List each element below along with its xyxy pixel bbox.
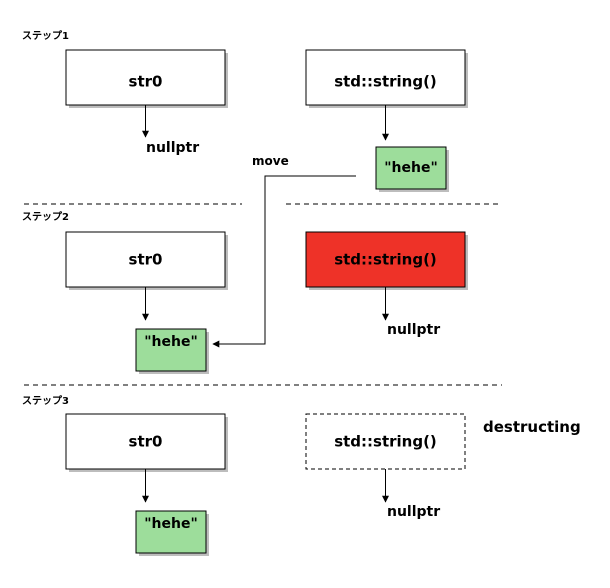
- step1-hehe-label: "hehe": [384, 160, 438, 176]
- step1-str0-value: nullptr: [146, 140, 199, 156]
- step2-hehe-label: "hehe": [144, 334, 198, 350]
- move-arrow: [212, 175, 356, 348]
- step3-str0-label: str0: [129, 433, 163, 451]
- step3-hehe-label: "hehe": [144, 516, 198, 532]
- step2-temp-string-box: std::string(): [305, 231, 468, 290]
- destructing-note: destructing: [483, 418, 581, 436]
- step2-label: ステップ2: [22, 210, 69, 223]
- step1-hehe-buffer: "hehe": [375, 146, 449, 192]
- move-label: move: [252, 154, 289, 168]
- step2-str0-label: str0: [129, 251, 163, 269]
- step2-hehe-buffer: "hehe": [135, 328, 209, 374]
- step3-str0-box: str0: [65, 413, 228, 472]
- step3-temp-value: nullptr: [387, 504, 440, 520]
- step2-str0-box: str0: [65, 231, 228, 290]
- step1-str0-box: str0: [65, 49, 228, 108]
- step3-temp-string-label: std::string(): [334, 433, 437, 451]
- step3-temp-string-box: std::string(): [305, 413, 466, 470]
- step3-label: ステップ3: [22, 394, 69, 407]
- step1-temp-string-label: std::string(): [334, 73, 437, 91]
- step1-label: ステップ1: [22, 29, 69, 42]
- step3-hehe-buffer: "hehe": [135, 510, 209, 556]
- step1-temp-string-box: std::string(): [305, 49, 468, 108]
- step2-temp-string-label: std::string(): [334, 251, 437, 269]
- step1-str0-label: str0: [129, 73, 163, 91]
- step2-temp-value: nullptr: [387, 322, 440, 338]
